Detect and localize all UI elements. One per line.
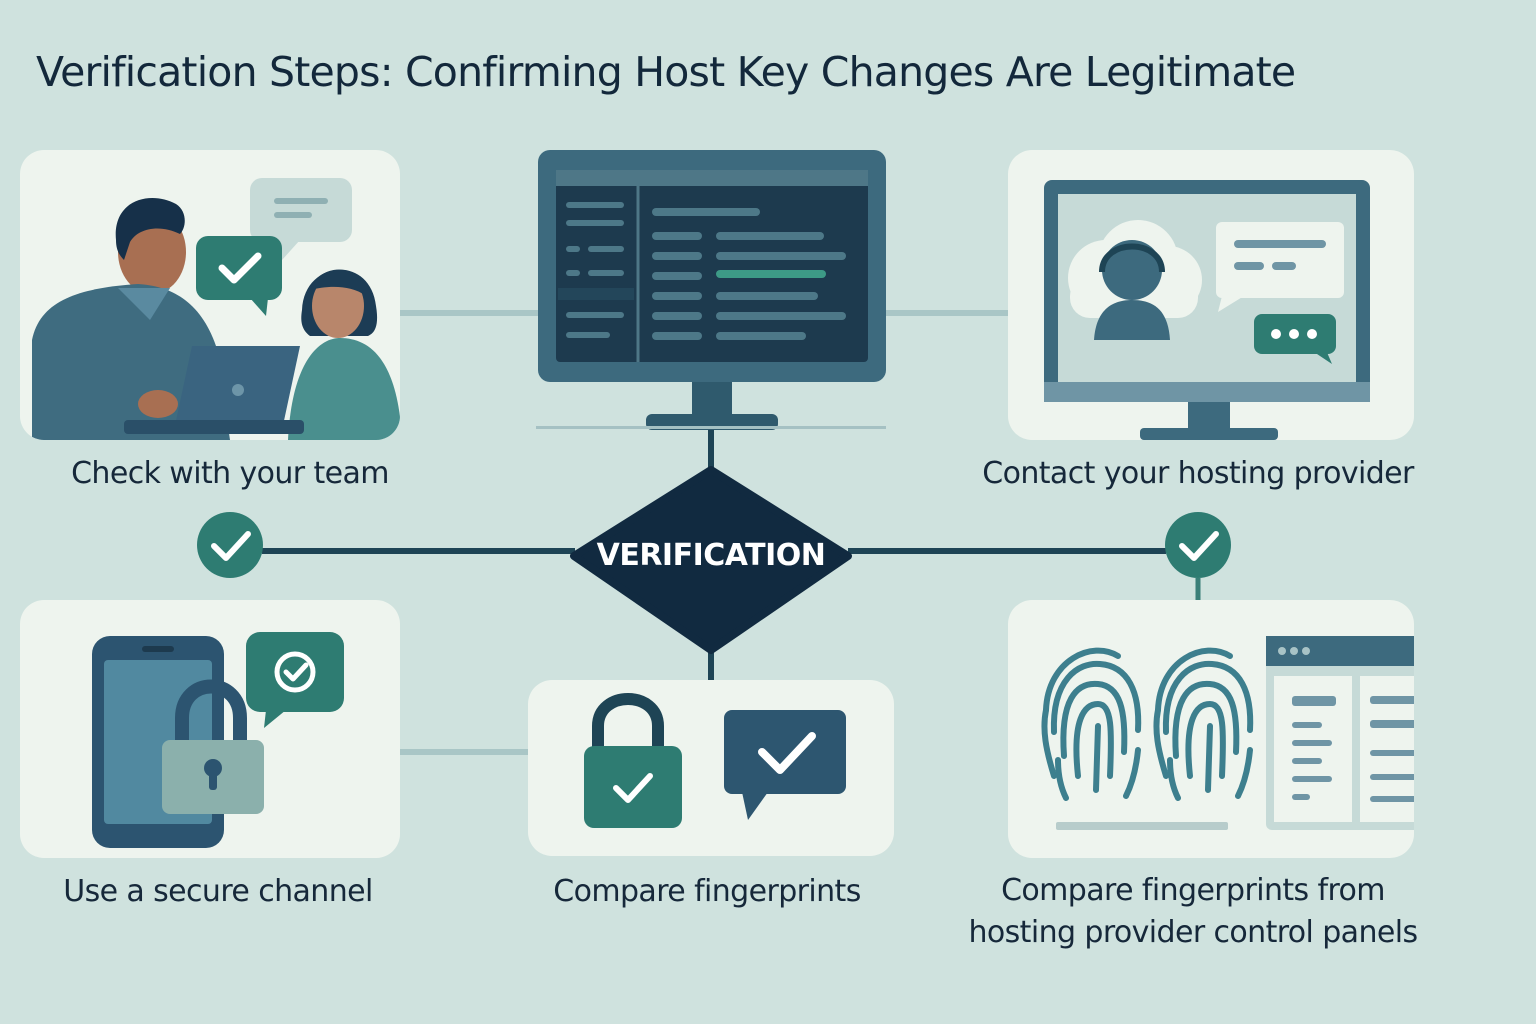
fingerprint-icon-left bbox=[1041, 647, 1142, 801]
fingerprint-icon-right bbox=[1153, 647, 1254, 801]
card-use-secure-channel bbox=[20, 600, 400, 858]
check-circle-icon-right bbox=[1165, 512, 1231, 578]
verification-diamond bbox=[570, 466, 852, 654]
label-compare-fingerprints: Compare fingerprints bbox=[553, 874, 861, 909]
label-check-with-team: Check with your team bbox=[71, 456, 389, 491]
label-contact-hosting-provider: Contact your hosting provider bbox=[982, 456, 1414, 491]
card-compare-fingerprints bbox=[528, 680, 894, 856]
label-use-secure-channel: Use a secure channel bbox=[63, 874, 373, 909]
card-contact-hosting-provider bbox=[1008, 150, 1414, 440]
page-title: Verification Steps: Confirming Host Key … bbox=[36, 48, 1296, 96]
hosting-provider-illustration bbox=[1044, 180, 1370, 440]
verification-label: VERIFICATION bbox=[596, 538, 826, 573]
check-circle-icon-left bbox=[197, 512, 263, 578]
card-control-panels bbox=[1008, 600, 1414, 858]
compare-fingerprints-illustration bbox=[584, 693, 846, 828]
label-control-panels-line1: Compare fingerprints from bbox=[1001, 873, 1385, 908]
center-monitor-illustration bbox=[536, 150, 886, 430]
control-panel-illustration bbox=[1041, 636, 1414, 830]
label-control-panels: Compare fingerprints from hosting provid… bbox=[958, 870, 1428, 954]
team-illustration bbox=[32, 178, 400, 440]
label-control-panels-line2: hosting provider control panels bbox=[968, 915, 1418, 950]
secure-channel-illustration bbox=[92, 632, 344, 848]
card-check-with-team bbox=[20, 150, 400, 440]
